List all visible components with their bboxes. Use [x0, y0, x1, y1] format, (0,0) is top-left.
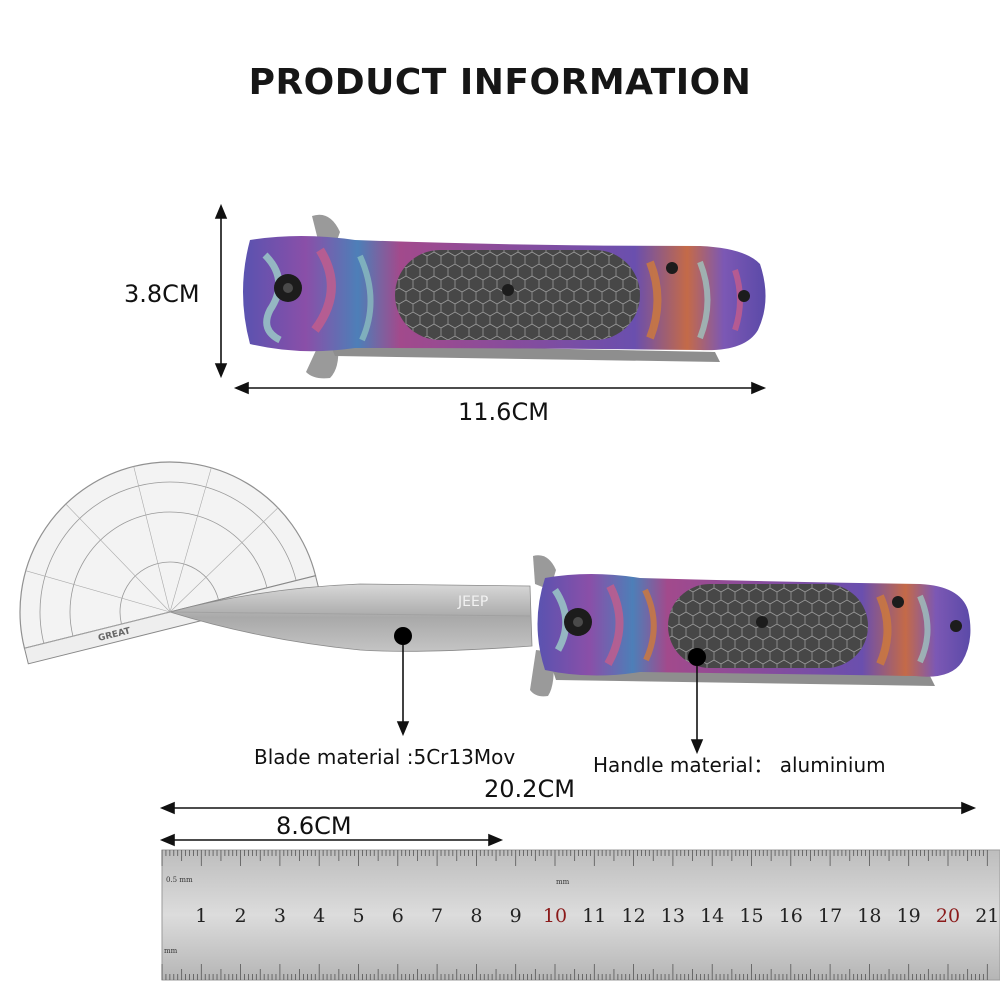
closed-knife	[243, 214, 766, 379]
blade-callout-arrow	[396, 645, 410, 737]
blade-length-label: 8.6CM	[276, 812, 352, 840]
total-length-label: 20.2CM	[484, 775, 575, 803]
ruler-number: 16	[779, 905, 803, 927]
ruler-number: 12	[622, 905, 646, 927]
ruler-number: 19	[897, 905, 921, 927]
ruler-number: 6	[392, 905, 404, 927]
handle-length-label: 11.6CM	[458, 398, 549, 426]
handle-length-dimension-arrow	[233, 381, 767, 395]
page-title: PRODUCT INFORMATION	[248, 62, 752, 103]
ruler-number: 15	[739, 905, 763, 927]
ruler-unit-top: 0.5 mm	[166, 876, 193, 884]
blade-material-label: Blade material :5Cr13Mov	[254, 745, 516, 769]
ruler-number: 20	[936, 905, 960, 927]
handle-screw	[666, 262, 678, 274]
ruler-number: 3	[274, 905, 286, 927]
ruler-unit-bottom: mm	[164, 947, 178, 955]
blade-length-dimension-arrow	[159, 833, 504, 847]
inlay-screw	[502, 284, 514, 296]
handle-callout-arrow	[690, 666, 704, 755]
ruler-number: 9	[510, 905, 522, 927]
ruler-number: 1	[195, 905, 207, 927]
ruler-number: 11	[582, 905, 606, 927]
blade	[168, 583, 533, 652]
ruler-number: 4	[313, 905, 325, 927]
tail-screw	[738, 290, 750, 302]
folded-blade-edge	[330, 344, 720, 362]
ruler-number: 2	[235, 905, 247, 927]
blade-engraving: JEEP	[457, 594, 488, 610]
ruler-number: 8	[470, 905, 482, 927]
ruler-number: 10	[543, 905, 567, 927]
ruler-number: 18	[857, 905, 881, 927]
ruler-number: 5	[352, 905, 364, 927]
width-label: 3.8CM	[124, 280, 200, 308]
ruler-number: 17	[818, 905, 842, 927]
ruler-unit-mid: mm	[556, 878, 570, 886]
blade-callout-dot	[394, 627, 412, 645]
ruler-number: 14	[700, 905, 724, 927]
handle-material-label: Handle material： aluminium	[593, 753, 886, 777]
handle-callout-dot	[688, 648, 706, 666]
ruler-number: 13	[661, 905, 685, 927]
width-dimension-arrow	[214, 203, 228, 379]
ruler-number: 7	[431, 905, 443, 927]
open-knife: JEEP	[168, 555, 971, 697]
total-length-dimension-arrow	[159, 801, 977, 815]
ruler-number: 21	[975, 905, 999, 927]
guard-bottom	[306, 345, 339, 379]
